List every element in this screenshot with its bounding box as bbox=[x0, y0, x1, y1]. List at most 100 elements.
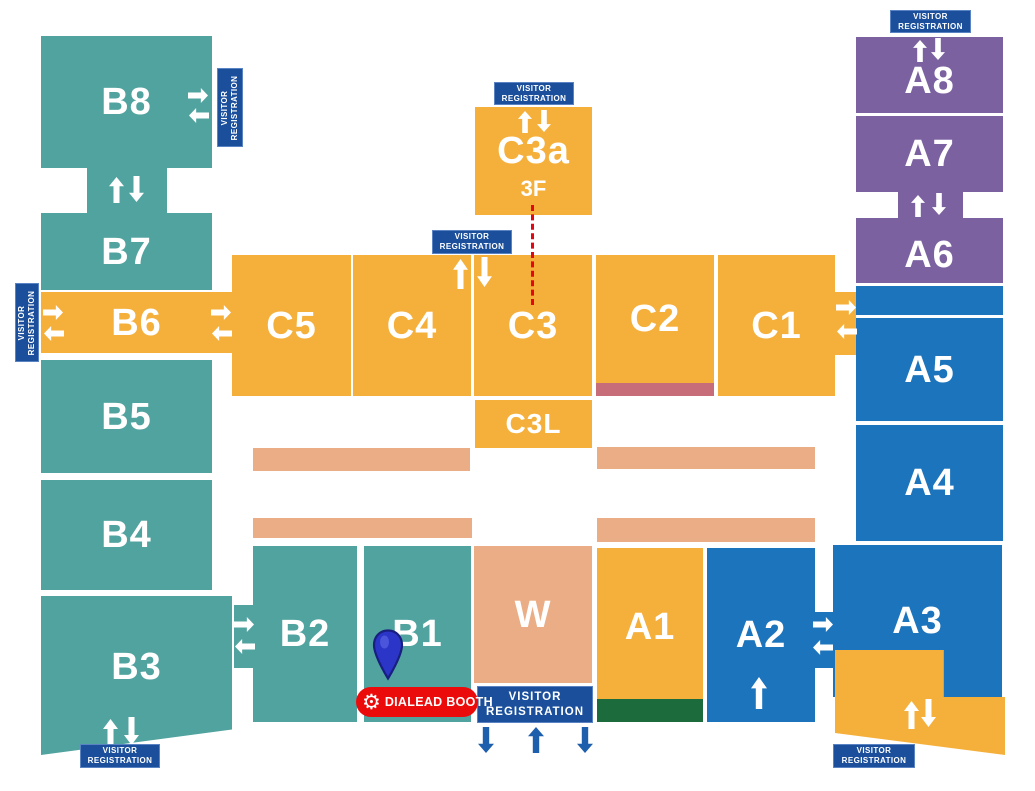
hall-a7: A7 bbox=[856, 116, 1003, 192]
badge-line2: REGISTRATION bbox=[501, 93, 567, 103]
hall-b6: B6 bbox=[41, 292, 232, 353]
down-arrow-icon bbox=[537, 110, 551, 132]
hall-b2: B2 bbox=[253, 546, 357, 722]
down-arrow-icon bbox=[124, 717, 139, 745]
badge-line1: VISITOR bbox=[913, 11, 948, 21]
up-arrow-icon bbox=[911, 195, 925, 217]
hall-c3l: C3L bbox=[475, 400, 592, 448]
badge-line1: VISITOR bbox=[454, 232, 490, 241]
hall-b4-label: B4 bbox=[101, 514, 152, 556]
hall-b5: B5 bbox=[41, 360, 212, 473]
hall-c4: C4 bbox=[353, 255, 471, 396]
hall-a8: A8 bbox=[856, 37, 1003, 113]
hall-b3: B3 bbox=[41, 596, 232, 755]
badge-line2: REGISTRATION bbox=[485, 705, 585, 718]
up-arrow-icon bbox=[518, 111, 532, 133]
hall-c5-label: C5 bbox=[266, 304, 317, 347]
down-arrow-icon bbox=[932, 193, 946, 215]
hall-b7: B7 bbox=[41, 213, 212, 290]
badge-line1: VISITOR bbox=[220, 90, 229, 125]
hall-a4: A4 bbox=[856, 425, 1003, 541]
hall-a1-green-strip bbox=[597, 699, 703, 722]
badge-line1: VISITOR bbox=[17, 305, 26, 340]
hall-a6: A6 bbox=[856, 218, 1003, 283]
hall-c1: C1 bbox=[718, 255, 835, 396]
badge-line1: VISITOR bbox=[856, 746, 892, 755]
badge-line2: REGISTRATION bbox=[27, 290, 36, 355]
hall-b3-b2-connector bbox=[234, 605, 253, 668]
gear-icon: ⚙ bbox=[362, 689, 381, 714]
hall-b8: B8 bbox=[41, 36, 212, 168]
dialead-booth-marker: ⚙ DIALEAD BOOTH bbox=[356, 687, 493, 717]
walkway-bar-lower-left bbox=[253, 518, 472, 538]
up-arrow-icon bbox=[103, 719, 118, 747]
left-arrow-icon bbox=[837, 324, 857, 339]
left-arrow-icon bbox=[44, 326, 64, 341]
right-arrow-icon bbox=[211, 305, 231, 320]
badge-line2: REGISTRATION bbox=[898, 21, 963, 31]
hall-c2-label: C2 bbox=[629, 298, 681, 340]
hall-a5-label: A5 bbox=[904, 348, 955, 391]
hall-b2-label: B2 bbox=[279, 613, 331, 655]
hall-a1-label: A1 bbox=[624, 606, 676, 648]
left-arrow-icon bbox=[212, 326, 232, 341]
hall-c4-label: C4 bbox=[386, 304, 438, 347]
hall-c5: C5 bbox=[232, 255, 351, 396]
up-arrow-icon bbox=[904, 701, 919, 729]
hall-c2: C2 bbox=[596, 255, 714, 396]
up-arrow-icon bbox=[751, 677, 767, 709]
hall-c3a-floor-label: 3F bbox=[520, 176, 547, 201]
hall-a7-a6-connector bbox=[898, 190, 963, 218]
hall-b6-label: B6 bbox=[111, 301, 162, 344]
hall-b5-label: B5 bbox=[101, 395, 152, 438]
location-pin-icon bbox=[371, 629, 405, 681]
badge-line2: REGISTRATION bbox=[841, 756, 907, 765]
right-arrow-icon bbox=[813, 617, 833, 632]
hall-a5-upper-strip bbox=[856, 286, 1003, 315]
hall-w-label: W bbox=[514, 593, 552, 636]
walkway-bar-upper-left bbox=[253, 448, 470, 471]
badge-line1: VISITOR bbox=[102, 746, 138, 755]
down-arrow-icon bbox=[478, 727, 494, 753]
up-arrow-icon bbox=[528, 727, 544, 753]
hall-a3-label: A3 bbox=[892, 600, 943, 642]
right-arrow-icon bbox=[188, 88, 208, 103]
dialead-booth-label: DIALEAD BOOTH bbox=[384, 695, 493, 709]
hall-a2-label: A2 bbox=[735, 614, 787, 656]
hall-b7-label: B7 bbox=[101, 230, 152, 273]
hall-c1-label: C1 bbox=[751, 304, 802, 347]
down-arrow-icon bbox=[577, 727, 593, 753]
down-arrow-icon bbox=[931, 38, 945, 60]
left-arrow-icon bbox=[235, 639, 255, 654]
hall-b3-label: B3 bbox=[111, 645, 162, 688]
hall-c3-label: C3 bbox=[507, 304, 559, 347]
down-arrow-icon bbox=[129, 176, 144, 202]
right-arrow-icon bbox=[836, 300, 856, 315]
hall-w: W bbox=[474, 546, 592, 683]
hall-c3l-label: C3L bbox=[505, 408, 562, 439]
hall-c2-pink-strip bbox=[596, 383, 714, 396]
c3a-c3-dashed-connector bbox=[531, 205, 534, 305]
hall-a4-label: A4 bbox=[904, 462, 955, 504]
hall-a1: A1 bbox=[597, 548, 703, 722]
hall-a7-label: A7 bbox=[904, 133, 955, 175]
visitor-registration-badge: VISITOR REGISTRATION bbox=[477, 686, 593, 723]
up-arrow-icon bbox=[109, 177, 124, 203]
down-arrow-icon bbox=[921, 699, 936, 727]
hall-b8-label: B8 bbox=[101, 81, 152, 123]
hall-a5: A5 bbox=[856, 318, 1003, 421]
hall-b4: B4 bbox=[41, 480, 212, 590]
badge-line1: VISITOR bbox=[508, 690, 562, 703]
hall-c3: C3 bbox=[474, 255, 592, 396]
left-arrow-icon bbox=[189, 108, 209, 123]
walkway-bar-upper-right bbox=[597, 447, 815, 469]
left-arrow-icon bbox=[813, 640, 833, 655]
hall-c3a-label: C3a bbox=[497, 130, 570, 172]
right-arrow-icon bbox=[234, 617, 254, 632]
up-arrow-icon bbox=[453, 259, 468, 289]
